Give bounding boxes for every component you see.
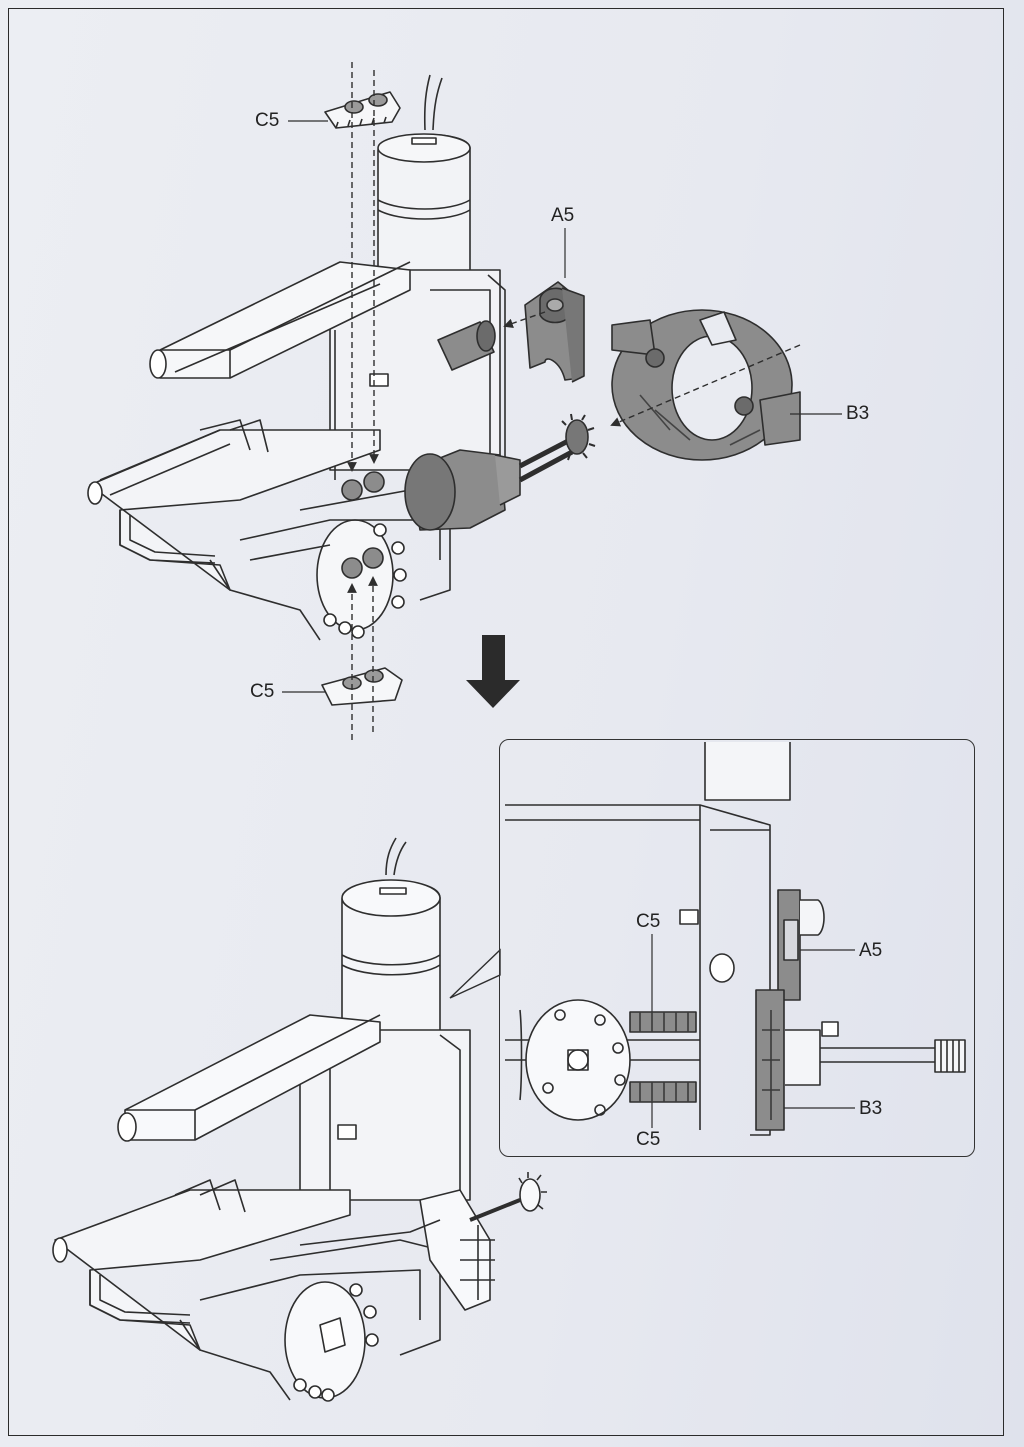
grey-drum bbox=[404, 437, 574, 531]
down-arrow-icon bbox=[466, 635, 520, 708]
leader-lines bbox=[282, 120, 842, 693]
label-b3: B3 bbox=[846, 403, 870, 424]
detail-inset bbox=[499, 739, 975, 1157]
exploded-view bbox=[87, 74, 801, 706]
inset-label-b3: B3 bbox=[859, 1098, 883, 1119]
frame-assembled bbox=[299, 1029, 471, 1201]
motor-housing bbox=[377, 133, 471, 286]
inset-b3 bbox=[755, 989, 785, 1131]
part-c5-top bbox=[324, 91, 401, 129]
inset-label-c5-upper: C5 bbox=[636, 911, 661, 932]
label-a5: A5 bbox=[551, 205, 575, 226]
grey-sleeve bbox=[437, 320, 496, 371]
b3-installed bbox=[419, 1189, 495, 1311]
inset-label-c5-lower: C5 bbox=[636, 1129, 661, 1150]
inset-label-a5: A5 bbox=[859, 940, 883, 961]
grey-gears bbox=[341, 471, 385, 579]
gearbox-assembled bbox=[199, 1239, 441, 1402]
chassis bbox=[87, 419, 381, 641]
guide-lines bbox=[347, 62, 801, 740]
part-b3 bbox=[611, 309, 801, 461]
assembled-view bbox=[52, 837, 547, 1402]
inset-c5-parts bbox=[629, 1011, 697, 1103]
label-c5-bottom: C5 bbox=[250, 681, 275, 702]
inset-drawing bbox=[505, 742, 966, 1136]
label-c5-top: C5 bbox=[255, 110, 280, 131]
shaft-assembled bbox=[299, 1172, 547, 1246]
motor-housing-assembled bbox=[341, 879, 441, 1041]
callout-pointer bbox=[449, 948, 501, 999]
inset-gearbox bbox=[519, 999, 631, 1121]
page-border bbox=[8, 8, 1004, 1436]
pinion-gear bbox=[561, 413, 596, 461]
chassis-assembled bbox=[52, 1179, 351, 1401]
part-a5 bbox=[524, 281, 585, 383]
inset-a5 bbox=[777, 889, 825, 1001]
part-c5-bottom bbox=[321, 667, 403, 706]
top-bar bbox=[149, 261, 411, 379]
top-bar-assembled bbox=[117, 1014, 381, 1142]
